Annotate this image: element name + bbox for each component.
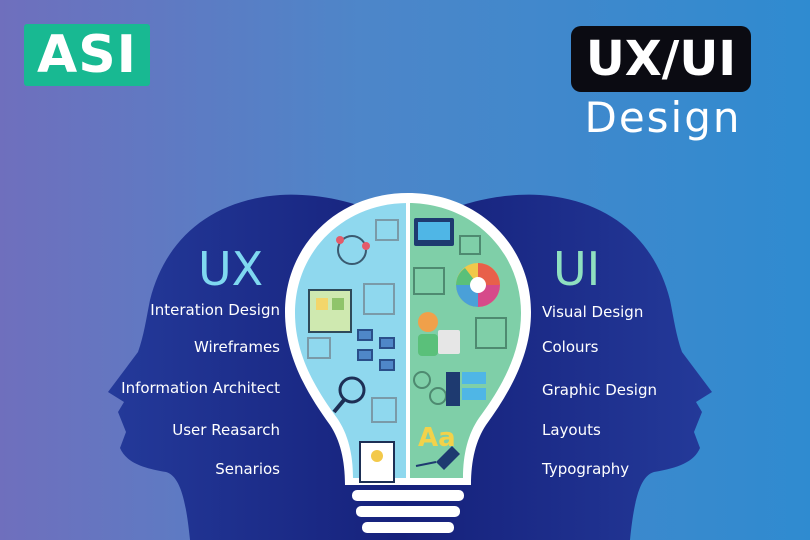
list-item: Graphic Design	[542, 381, 657, 399]
color-wheel-icon	[456, 263, 500, 307]
list-item: Typography	[542, 460, 630, 478]
list-item: Interation Design	[150, 301, 280, 319]
list-item: Visual Design	[542, 303, 644, 321]
ux-ui-sketch-icons	[307, 219, 399, 483]
asi-logo: ASI	[24, 24, 150, 86]
ui-heading: UI	[553, 242, 601, 296]
title-badge: UX/UI	[571, 26, 751, 92]
list-item: Senarios	[215, 460, 280, 478]
title-subtitle: Design	[584, 93, 742, 142]
list-item: Wireframes	[193, 338, 280, 356]
svg-text:Aa: Aa	[418, 423, 456, 453]
list-item: Information Architect	[121, 379, 280, 397]
list-item: Layouts	[542, 421, 601, 439]
list-item: Colours	[542, 338, 599, 356]
typography-pen-icon: Aa	[415, 423, 460, 470]
list-item: User Reasarch	[172, 421, 280, 439]
designer-figure-icon	[418, 312, 460, 356]
ui-design-icons: Aa	[413, 218, 507, 470]
ux-heading: UX	[198, 242, 264, 296]
